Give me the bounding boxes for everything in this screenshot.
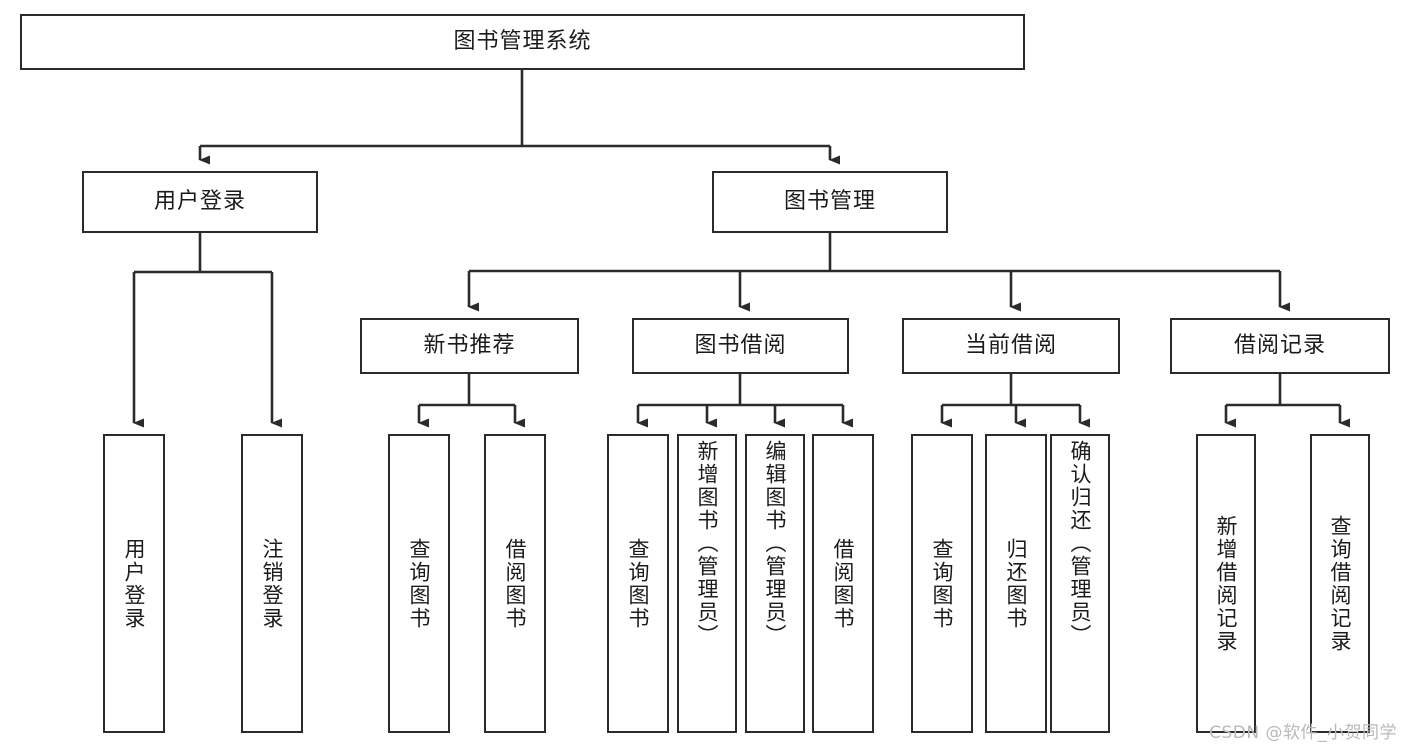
node-book-borrow[interactable]: 图书借阅 [632, 318, 849, 374]
node-leaf-add-book-admin-label: 新增图书（管理员） [695, 440, 720, 647]
node-current-borrow[interactable]: 当前借阅 [902, 318, 1120, 374]
node-leaf-borrow-book-label: 借阅图书 [831, 537, 856, 630]
node-leaf-query-book-rec-label: 查询图书 [407, 537, 432, 630]
node-leaf-query-book-borrow[interactable]: 查询图书 [607, 434, 669, 733]
node-leaf-user-login-label: 用户登录 [122, 537, 147, 630]
node-leaf-logout-login[interactable]: 注销登录 [241, 434, 303, 733]
node-leaf-borrow-book-rec-label: 借阅图书 [503, 537, 528, 630]
node-leaf-edit-book-admin-label: 编辑图书（管理员） [763, 440, 788, 647]
node-leaf-query-book-current[interactable]: 查询图书 [911, 434, 973, 733]
node-leaf-query-book-current-label: 查询图书 [930, 537, 955, 630]
node-leaf-query-book-rec[interactable]: 查询图书 [388, 434, 450, 733]
node-user-login-label: 用户登录 [153, 189, 246, 215]
node-current-borrow-label: 当前借阅 [964, 333, 1057, 359]
node-leaf-query-book-borrow-label: 查询图书 [626, 537, 651, 630]
node-leaf-confirm-return-admin[interactable]: 确认归还（管理员） [1050, 434, 1110, 733]
node-leaf-add-borrow-record-label: 新增借阅记录 [1214, 514, 1239, 653]
node-leaf-borrow-book[interactable]: 借阅图书 [812, 434, 874, 733]
node-book-manage-label: 图书管理 [783, 189, 876, 215]
node-leaf-user-login[interactable]: 用户登录 [103, 434, 165, 733]
node-leaf-query-borrow-record[interactable]: 查询借阅记录 [1310, 434, 1370, 733]
node-book-borrow-label: 图书借阅 [694, 333, 787, 359]
node-book-manage[interactable]: 图书管理 [712, 171, 948, 233]
node-leaf-query-borrow-record-label: 查询借阅记录 [1328, 514, 1353, 653]
node-root-label: 图书管理系统 [453, 29, 592, 55]
node-leaf-add-book-admin[interactable]: 新增图书（管理员） [677, 434, 737, 733]
watermark-text: CSDN @软件_小贺同学 [1209, 723, 1397, 743]
node-borrow-record-label: 借阅记录 [1233, 333, 1326, 359]
node-borrow-record[interactable]: 借阅记录 [1170, 318, 1390, 374]
node-user-login[interactable]: 用户登录 [82, 171, 318, 233]
node-leaf-edit-book-admin[interactable]: 编辑图书（管理员） [745, 434, 805, 733]
node-root[interactable]: 图书管理系统 [20, 14, 1025, 70]
node-leaf-confirm-return-admin-label: 确认归还（管理员） [1068, 440, 1093, 647]
node-leaf-return-book-label: 归还图书 [1004, 537, 1029, 630]
node-leaf-logout-login-label: 注销登录 [260, 537, 285, 630]
node-leaf-borrow-book-rec[interactable]: 借阅图书 [484, 434, 546, 733]
node-leaf-add-borrow-record[interactable]: 新增借阅记录 [1196, 434, 1256, 733]
node-leaf-return-book[interactable]: 归还图书 [985, 434, 1047, 733]
node-new-book-recommend[interactable]: 新书推荐 [360, 318, 579, 374]
node-new-book-recommend-label: 新书推荐 [423, 333, 516, 359]
